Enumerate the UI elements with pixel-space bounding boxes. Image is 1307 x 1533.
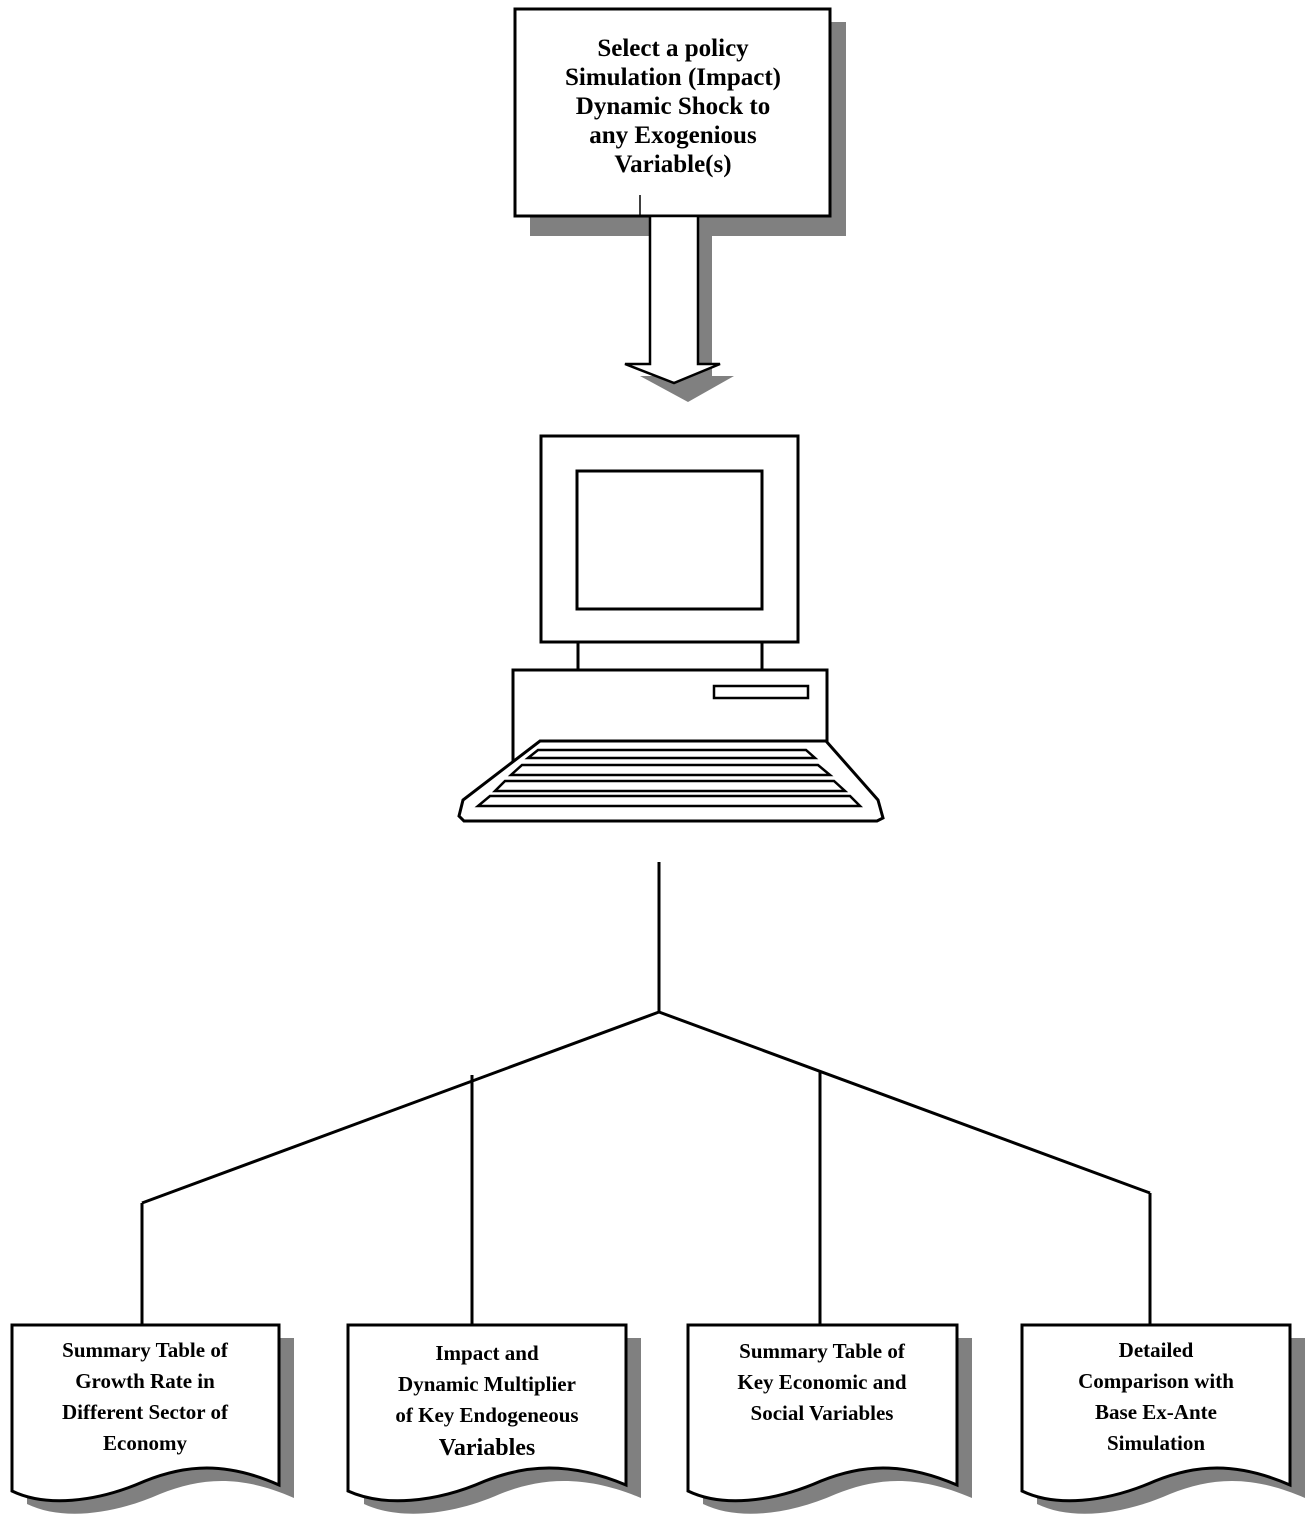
output-4-line-1: Detailed — [1118, 1338, 1194, 1362]
output-3-text: Summary Table of Key Economic and Social… — [688, 1330, 956, 1436]
output-2-line-3: of Key Endogeneous — [395, 1402, 579, 1427]
output-1-line-4: Economy — [103, 1431, 187, 1455]
output-2-line-4: Variables — [438, 1434, 536, 1461]
output-4-line-2: Comparison with — [1078, 1369, 1234, 1393]
output-4-line-4: Simulation — [1106, 1431, 1206, 1455]
output-2-text: Impact and Dynamic Multiplier of Key End… — [348, 1332, 626, 1470]
top-box-text: Select a policy Simulation (Impact) Dyna… — [516, 22, 830, 190]
branch-lines — [140, 862, 1152, 1325]
output-3-line-3: Social Variables — [750, 1401, 894, 1425]
top-line-3: Dynamic Shock to — [575, 92, 771, 120]
top-line-1: Select a policy — [597, 34, 749, 62]
output-2-line-2: Dynamic Multiplier — [398, 1371, 576, 1396]
document-4 — [1020, 1323, 1292, 1503]
top-line-4: any Exogenious — [589, 121, 757, 149]
top-line-5: Variable(s) — [614, 150, 732, 178]
output-4-text: Detailed Comparison with Base Ex-Ante Si… — [1022, 1332, 1290, 1462]
down-arrow — [624, 214, 721, 385]
output-1-line-3: Different Sector of — [62, 1400, 228, 1424]
document-1 — [10, 1323, 281, 1503]
document-2 — [346, 1323, 628, 1503]
output-2-line-1: Impact and — [435, 1340, 539, 1365]
top-box — [513, 7, 832, 218]
output-1-text: Summary Table of Growth Rate in Differen… — [12, 1332, 278, 1462]
top-line-2: Simulation (Impact) — [565, 63, 781, 91]
output-1-line-2: Growth Rate in — [75, 1369, 215, 1393]
output-4-line-3: Base Ex-Ante — [1095, 1400, 1217, 1424]
output-3-line-1: Summary Table of — [739, 1339, 905, 1363]
output-3-line-2: Key Economic and — [737, 1370, 907, 1394]
output-1-line-1: Summary Table of — [62, 1338, 228, 1362]
desktop-computer-icon — [457, 434, 885, 823]
document-3 — [686, 1323, 959, 1503]
documents — [10, 1323, 1292, 1503]
